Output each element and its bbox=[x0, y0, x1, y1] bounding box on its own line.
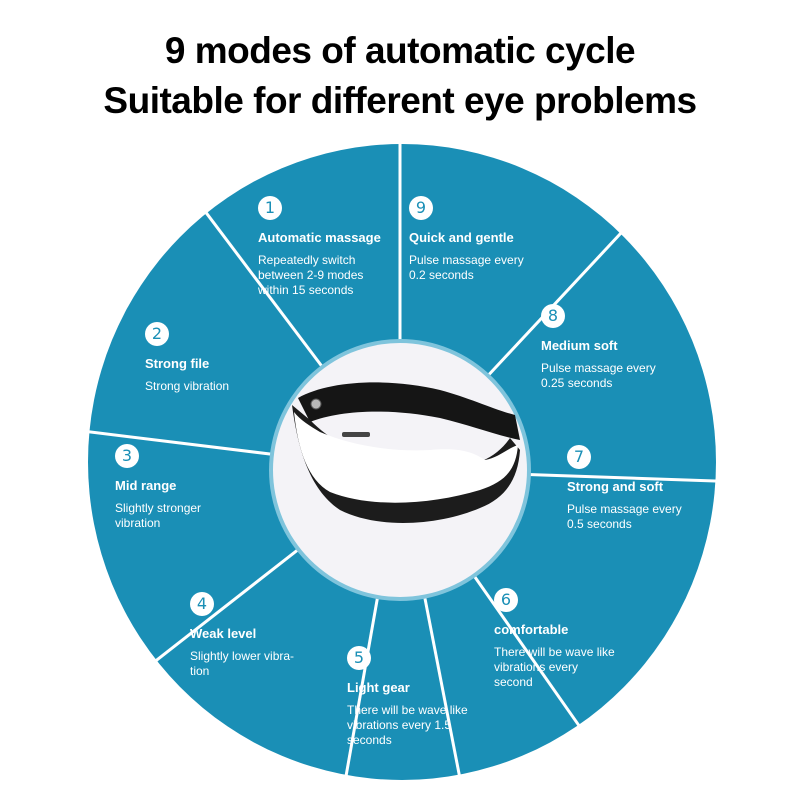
mode-description-line: vibrations every 1.5 bbox=[347, 718, 452, 732]
mode-title: Quick and gentle bbox=[409, 230, 514, 245]
mode-title: Strong and soft bbox=[567, 479, 664, 494]
mode-description: Slightly lower vibra-tion bbox=[190, 649, 294, 679]
mode-number-badge: 3 bbox=[115, 444, 139, 468]
mode-title: comfortable bbox=[494, 622, 569, 637]
segment-divider bbox=[527, 472, 730, 484]
mode-description-line: within 15 seconds bbox=[258, 283, 354, 297]
mode-description-line: Pulse massage every bbox=[541, 361, 656, 375]
mode-number-badge: 1 bbox=[258, 196, 282, 220]
mode-description-line: There will be wave like bbox=[347, 703, 468, 717]
massager-button bbox=[310, 398, 322, 410]
mode-number-badge: 9 bbox=[409, 196, 433, 220]
mode-number-badge: 6 bbox=[494, 588, 518, 612]
mode-description-line: Pulse massage every bbox=[567, 502, 682, 516]
headline-line-2: Suitable for different eye problems bbox=[103, 80, 697, 121]
mode-description-line: Slightly stronger bbox=[115, 501, 202, 515]
mode-description-line: 0.2 seconds bbox=[409, 268, 474, 282]
mode-description-line: vibrations every bbox=[494, 660, 579, 674]
mode-description-line: between 2-9 modes bbox=[258, 268, 364, 282]
mode-description-line: Slightly lower vibra- bbox=[190, 649, 295, 663]
mode-description-line: second bbox=[494, 675, 533, 689]
mode-description-line: 0.5 seconds bbox=[567, 517, 632, 531]
mode-number-badge: 2 bbox=[145, 322, 169, 346]
headline-line-1: 9 modes of automatic cycle bbox=[164, 30, 636, 71]
segment-divider bbox=[472, 573, 591, 742]
segment-divider bbox=[139, 547, 301, 675]
mode-number-badge: 4 bbox=[190, 592, 214, 616]
massager-shell bbox=[294, 412, 518, 503]
mode-description-line: tion bbox=[190, 664, 210, 678]
mode-description-line: Repeatedly switch bbox=[258, 253, 356, 267]
eye-massager-image bbox=[292, 382, 520, 523]
mode-number-badge: 7 bbox=[567, 445, 591, 469]
mode-title: Weak level bbox=[190, 626, 257, 641]
segment-divider bbox=[486, 227, 627, 378]
mode-description-line: Strong vibration bbox=[145, 379, 230, 393]
mode-title: Mid range bbox=[115, 478, 177, 493]
mode-title: Strong file bbox=[145, 356, 210, 371]
mode-title: Light gear bbox=[347, 680, 410, 695]
mode-description-line: Pulse massage every bbox=[409, 253, 524, 267]
segment-divider bbox=[200, 205, 325, 369]
mode-number-badge: 8 bbox=[541, 304, 565, 328]
segment-dividers bbox=[72, 140, 730, 796]
mode-number-badge: 5 bbox=[347, 646, 371, 670]
massager-control bbox=[342, 432, 370, 437]
segment-divider bbox=[422, 595, 465, 795]
mode-description-line: There will be wave like bbox=[494, 645, 615, 659]
mode-title: Automatic massage bbox=[258, 230, 381, 245]
mode-description-line: 0.25 seconds bbox=[541, 376, 613, 390]
mode-description-line: seconds bbox=[347, 733, 392, 747]
massager-strap bbox=[298, 382, 520, 440]
mode-description: Strong vibration bbox=[145, 379, 229, 394]
mode-description-line: vibration bbox=[115, 516, 161, 530]
mode-title: Medium soft bbox=[541, 338, 618, 353]
segment-divider bbox=[72, 428, 274, 456]
segment-divider bbox=[341, 595, 380, 796]
